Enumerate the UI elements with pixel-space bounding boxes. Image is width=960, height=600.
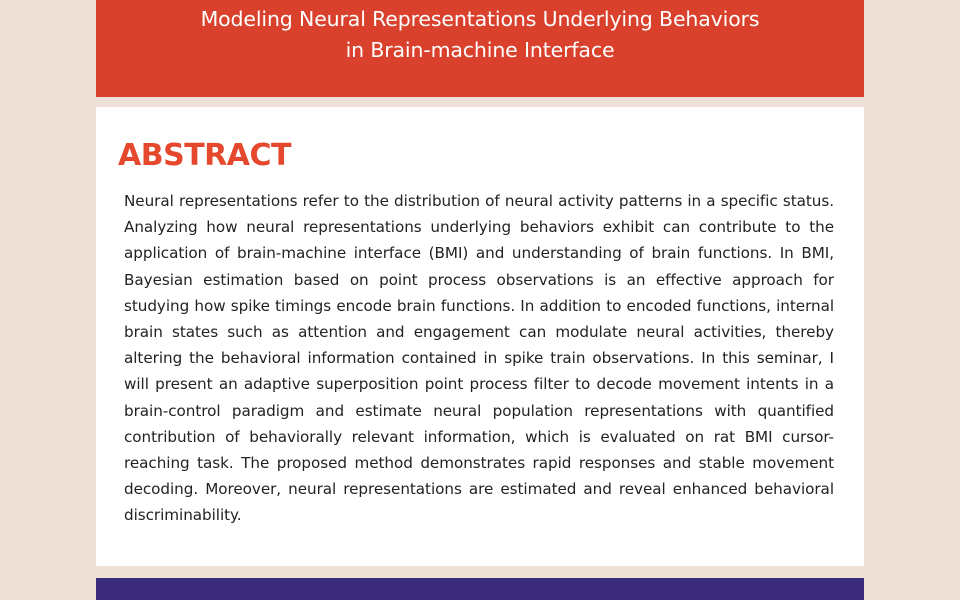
title-line-1: Modeling Neural Representations Underlyi… — [200, 7, 760, 31]
abstract-card: ABSTRACT Neural representations refer to… — [96, 107, 864, 566]
abstract-body: Neural representations refer to the dist… — [124, 192, 834, 525]
bottom-band — [96, 578, 864, 600]
title-banner: Modeling Neural Representations Underlyi… — [96, 0, 864, 97]
title-line-2: in Brain-machine Interface — [345, 38, 615, 62]
abstract-heading: ABSTRACT — [118, 138, 291, 173]
